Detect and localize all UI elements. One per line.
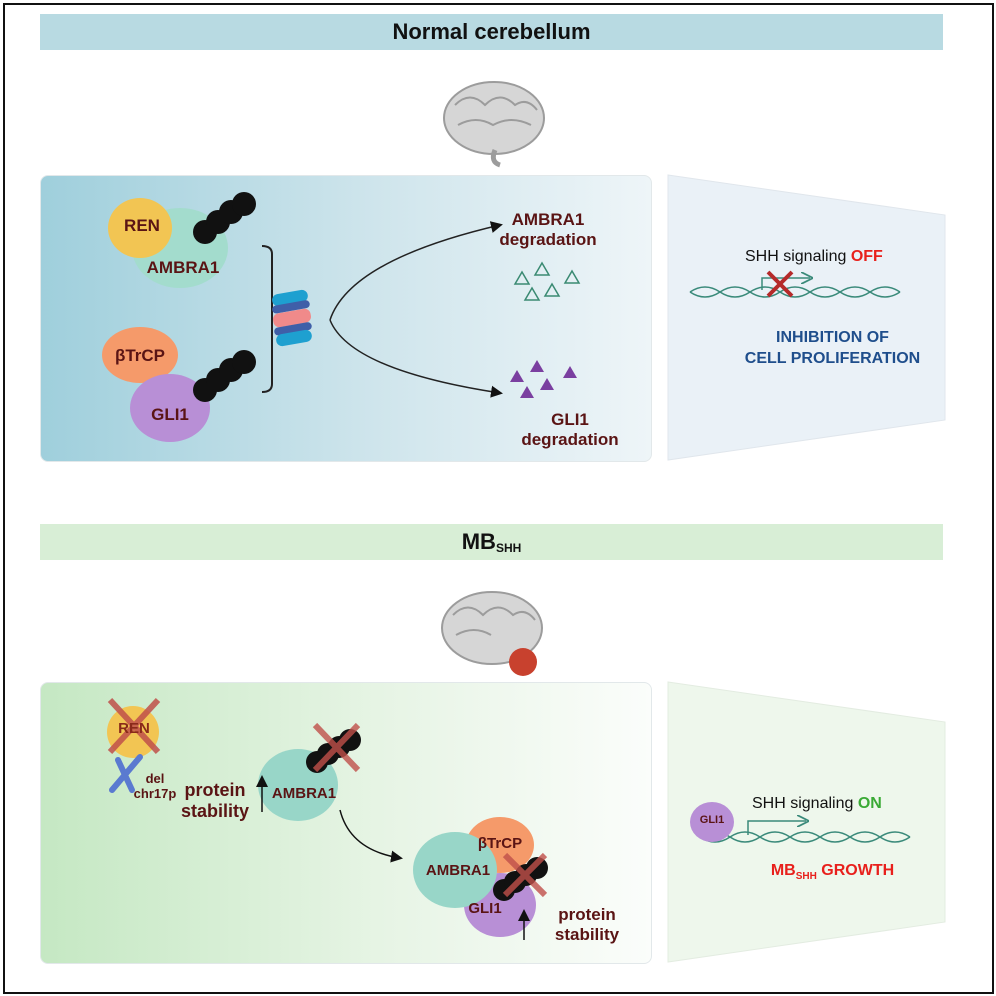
mbshh-growth-label: MBSHH GROWTH	[770, 862, 895, 883]
transcription-arrow	[747, 821, 806, 835]
transcription-arrow	[761, 278, 810, 290]
ambra1-label: AMBRA1	[425, 862, 491, 879]
ubiquitin-chain-icon	[193, 350, 256, 402]
gli1-protein-icon	[130, 374, 210, 442]
dna-icon	[699, 831, 911, 843]
section-title: MBSHH	[461, 529, 522, 555]
figure-frame	[3, 3, 994, 994]
shh-signaling-on-label: SHH signaling ON	[752, 795, 882, 812]
normal-cerebellum-banner: Normal cerebellum	[40, 14, 943, 50]
dna-icon	[689, 286, 901, 298]
btrcp-label: βTrCP	[477, 835, 523, 852]
ren-label: REN	[124, 216, 160, 235]
outcome-panel-top	[667, 174, 946, 461]
ambra1-label: AMBRA1	[271, 785, 337, 802]
deleted-x-icon	[107, 697, 161, 755]
gli1-label: GLI1	[468, 900, 502, 917]
tumor-icon	[509, 648, 537, 676]
chromosome-icon	[109, 754, 143, 793]
shh-signaling-off-label: SHH signaling OFF	[745, 248, 883, 265]
gli1-protein-icon	[690, 802, 734, 842]
gli1-label: GLI1	[151, 405, 189, 424]
binding-arrow	[339, 809, 403, 863]
brain-with-tumor-icon	[441, 591, 543, 676]
ambra1-label: AMBRA1	[146, 258, 220, 277]
section-title: Normal cerebellum	[392, 19, 591, 44]
ambra1-protein-icon	[413, 832, 497, 908]
bracket	[261, 245, 273, 393]
deleted-x-icon	[502, 852, 548, 898]
gli1-fragments-icon	[510, 360, 577, 398]
ren-label: REN	[118, 720, 150, 737]
blocked-x-icon	[766, 270, 794, 298]
gli1-label: GLI1	[699, 814, 725, 826]
deleted-x-icon	[312, 722, 361, 773]
proteasome-icon	[272, 289, 312, 347]
degradation-arrow-up	[329, 221, 503, 321]
brain-icon	[443, 81, 545, 168]
ren-protein-icon	[108, 198, 172, 258]
mbshh-banner: MBSHH	[40, 524, 943, 560]
ubiquitin-chain-icon	[193, 192, 256, 244]
btrcp-protein-icon	[102, 327, 178, 383]
ambra1-fragments-icon	[513, 261, 581, 301]
degradation-arrow-down	[329, 319, 503, 398]
btrcp-label: βTrCP	[114, 346, 166, 365]
